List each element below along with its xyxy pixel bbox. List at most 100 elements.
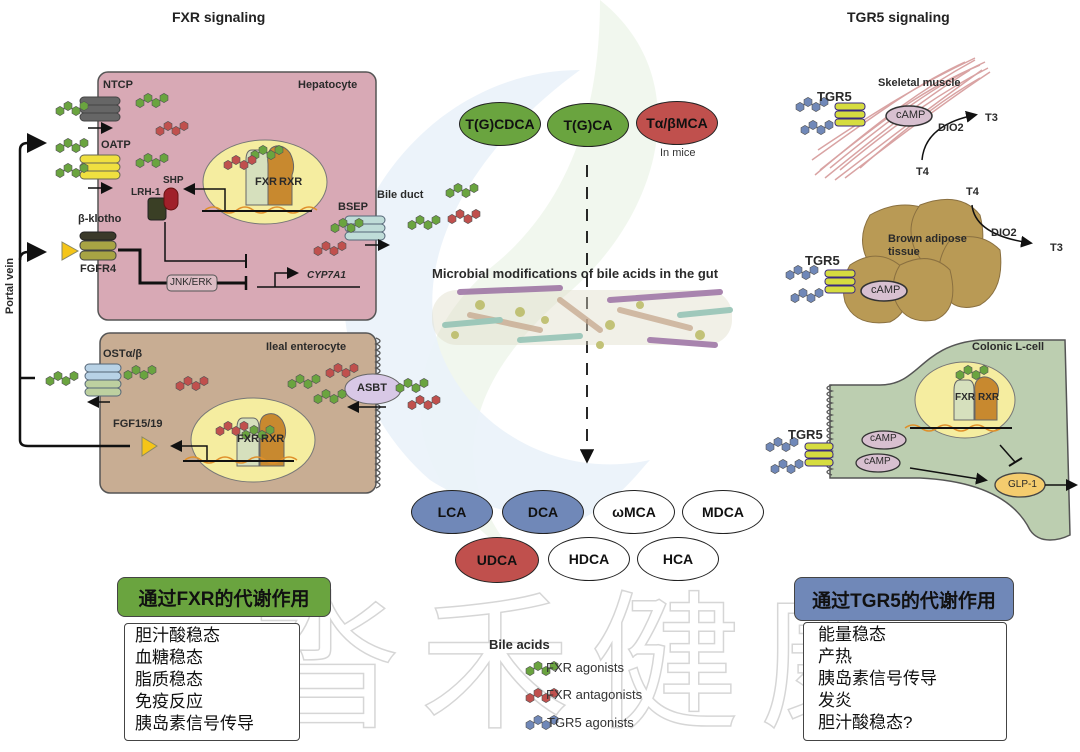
fxr-agonist-molecule: [955, 365, 989, 380]
hep-fxr-label: FXR: [255, 176, 277, 188]
bile-duct-label: Bile duct: [377, 189, 424, 201]
legend-fxr-agonists: FXR agonists: [546, 660, 625, 675]
bile-acid-tgcdca: T(G)CDCA: [459, 102, 541, 146]
lcell-rxr-label: RXR: [978, 392, 1000, 403]
fxr-signaling-title: FXR signaling: [172, 9, 266, 25]
camp-adipose: [860, 280, 908, 302]
dio2-muscle-label: DIO2: [938, 122, 964, 134]
fgf15-19-label: FGF15/19: [113, 418, 163, 430]
fgfr4-label: FGFR4: [80, 263, 117, 275]
tgr5-effect-item: 发炎: [818, 691, 852, 710]
camp-adipose-label: cAMP: [871, 284, 901, 296]
bile-acid-mdca: MDCA: [682, 490, 764, 534]
tgr5-effect-item: 能量稳态: [818, 625, 886, 644]
tgr5-agonist-molecule: [770, 459, 804, 474]
bile-acid-hca: HCA: [637, 537, 719, 581]
enterocyte-label: Ileal enterocyte: [266, 341, 347, 353]
tgr5-muscle-label: TGR5: [817, 89, 852, 104]
lrh1-label: LRH-1: [131, 187, 161, 198]
beta-klotho-label: β-klotho: [78, 213, 122, 225]
legend-title: Bile acids: [489, 637, 550, 652]
fxr-effects-header: 通过FXR的代谢作用: [117, 577, 331, 617]
fxr-antagonist-molecule: [215, 421, 249, 436]
jnk-erk-label: JNK/ERK: [170, 277, 213, 288]
t3-adipose-label: T3: [1050, 242, 1063, 254]
t4-muscle-label: T4: [916, 166, 929, 178]
shp-label: SHP: [163, 175, 184, 186]
legend-fxr-antagonists: FXR antagonists: [546, 687, 643, 702]
lrh1-protein: [147, 197, 167, 221]
colonic-lcell-label: Colonic L-cell: [972, 341, 1045, 353]
shp-protein: [163, 187, 179, 211]
fxr-agonist-molecule: [407, 215, 441, 230]
fxr-antagonist-molecule: [447, 209, 481, 224]
fxr-agonist-molecule: [55, 138, 89, 153]
fxr-effects-list: 胆汁酸稳态 血糖稳态 脂质稳态 免疫反应 胰岛素信号传导: [124, 623, 300, 741]
in-mice-note: In mice: [660, 147, 696, 159]
fxr-agonist-molecule: [241, 425, 275, 440]
fxr-effect-item: 免疫反应: [135, 692, 203, 711]
tgr5-signaling-title: TGR5 signaling: [847, 9, 950, 25]
hepatocyte-label: Hepatocyte: [298, 79, 358, 91]
camp-muscle-label: cAMP: [896, 109, 926, 121]
ent-rxr-label: RXR: [261, 433, 285, 445]
fxr-effect-item: 胰岛素信号传导: [135, 714, 254, 733]
camp-lcell-1: [861, 430, 907, 450]
tgr5-agonist-molecule: [790, 288, 824, 303]
tgr5-receptor-lcell: [804, 442, 834, 467]
tgr5-effect-item: 胆汁酸稳态?: [818, 713, 913, 732]
brown-adipose-tissue: [842, 198, 1002, 324]
tgr5-adipose-label: TGR5: [805, 253, 840, 268]
ntcp-label: NTCP: [103, 79, 133, 91]
brown-adipose-label: Brown adipose tissue: [888, 233, 967, 258]
fgf15-19-triangle: [141, 436, 158, 457]
ost-transporter: [84, 363, 122, 397]
fxr-agonist-molecule: [123, 365, 157, 380]
lcell-fxr-label: FXR: [955, 392, 975, 403]
fxr-effect-item: 胆汁酸稳态: [135, 626, 220, 645]
bile-acid-udca: UDCA: [455, 537, 539, 583]
fxr-effect-item: 血糖稳态: [135, 648, 203, 667]
fxr-agonist-molecule: [55, 101, 89, 116]
bile-acid-wmca: ωMCA: [593, 490, 675, 534]
fxr-agonist-molecule: [525, 661, 559, 676]
tgr5-agonist-molecule: [795, 97, 829, 112]
tgr5-receptor-muscle: [834, 102, 866, 127]
oatp-transporter: [79, 154, 121, 180]
camp-muscle: [885, 105, 933, 127]
tgr5-agonist-molecule: [525, 715, 559, 730]
legend-tgr5-agonists: TGR5 agonists: [547, 715, 634, 730]
fxr-effect-item: 脂质稳态: [135, 670, 203, 689]
fxr-agonist-molecule: [445, 183, 479, 198]
fgf-ligand-triangle: [61, 241, 80, 261]
fxr-agonist-molecule: [313, 389, 347, 404]
microbial-label: Microbial modifications of bile acids in…: [432, 266, 719, 281]
fxr-agonist-molecule: [135, 93, 169, 108]
hep-rxr-label: RXR: [279, 176, 303, 188]
ent-fxr-label: FXR: [237, 433, 259, 445]
bsep-label: BSEP: [338, 201, 368, 213]
bile-acid-tabmca: Tα/βMCA: [636, 101, 718, 145]
ost-label: OSTα/β: [103, 348, 143, 360]
enterocyte-microvilli: [374, 337, 381, 489]
tgr5-effects-header: 通过TGR5的代谢作用: [794, 577, 1014, 621]
fxr-antagonist-molecule: [525, 688, 559, 703]
portal-vein-line: [18, 133, 47, 440]
fxr-agonist-molecule: [55, 163, 89, 178]
tgr5-effect-item: 产热: [818, 647, 852, 666]
camp-lcell-1-label: cAMP: [870, 433, 897, 444]
fxr-agonist-molecule: [395, 378, 429, 393]
dio2-adipose-label: DIO2: [991, 227, 1017, 239]
fxr-agonist-molecule: [45, 371, 79, 386]
fxr-agonist-molecule: [330, 218, 364, 233]
tgr5-agonist-molecule: [785, 265, 819, 280]
t4-adipose-label: T4: [966, 186, 979, 198]
tgr5-agonist-molecule: [800, 120, 834, 135]
microbiome-band: [432, 285, 733, 349]
bile-acid-hdca: HDCA: [548, 537, 630, 581]
tgr5-effects-list: 能量稳态 产热 胰岛素信号传导 发炎 胆汁酸稳态?: [803, 622, 1007, 741]
camp-lcell-2: [855, 453, 901, 473]
ntcp-transporter: [79, 96, 121, 122]
bile-acid-lca: LCA: [411, 490, 493, 534]
